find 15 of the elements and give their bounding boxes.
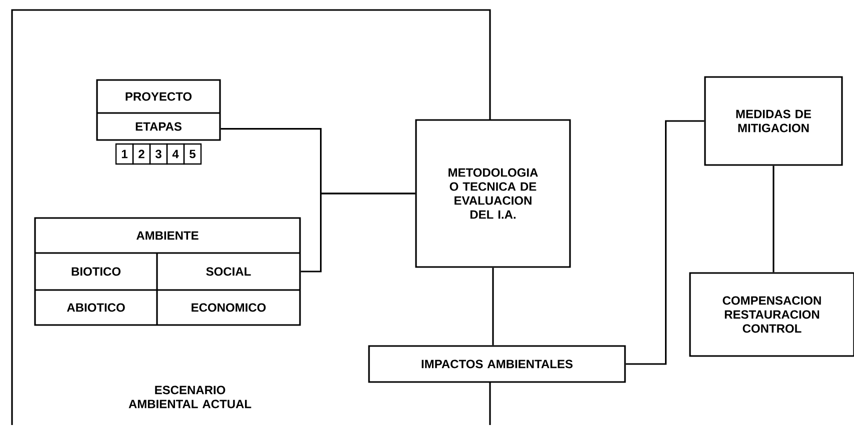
connector-line: [492, 268, 494, 346]
node-label: 1: [122, 150, 128, 158]
process-box: IMPACTOS AMBIENTALES: [368, 345, 626, 383]
node-label: 3: [155, 150, 162, 158]
process-box: MEDIDAS DE MITIGACION: [704, 76, 843, 166]
node-label: 5: [190, 150, 196, 158]
connector-line: [626, 120, 704, 365]
connector-line: [772, 166, 774, 272]
process-box: COMPENSACION RESTAURACION CONTROL: [689, 272, 854, 357]
process-box: METODOLOGIA O TECNICA DE EVALUACION DEL I.A.: [415, 119, 571, 268]
environment-table: AMBIENTE BIOTICO SOCIAL ABIOTICO ECONOMICO: [34, 217, 301, 326]
node-label: 2: [138, 150, 144, 158]
project-stack: PROYECTO ETAPAS 1 2 3 4 5: [96, 79, 221, 165]
connector-line: [300, 192, 416, 272]
node-label: 4: [172, 150, 179, 158]
